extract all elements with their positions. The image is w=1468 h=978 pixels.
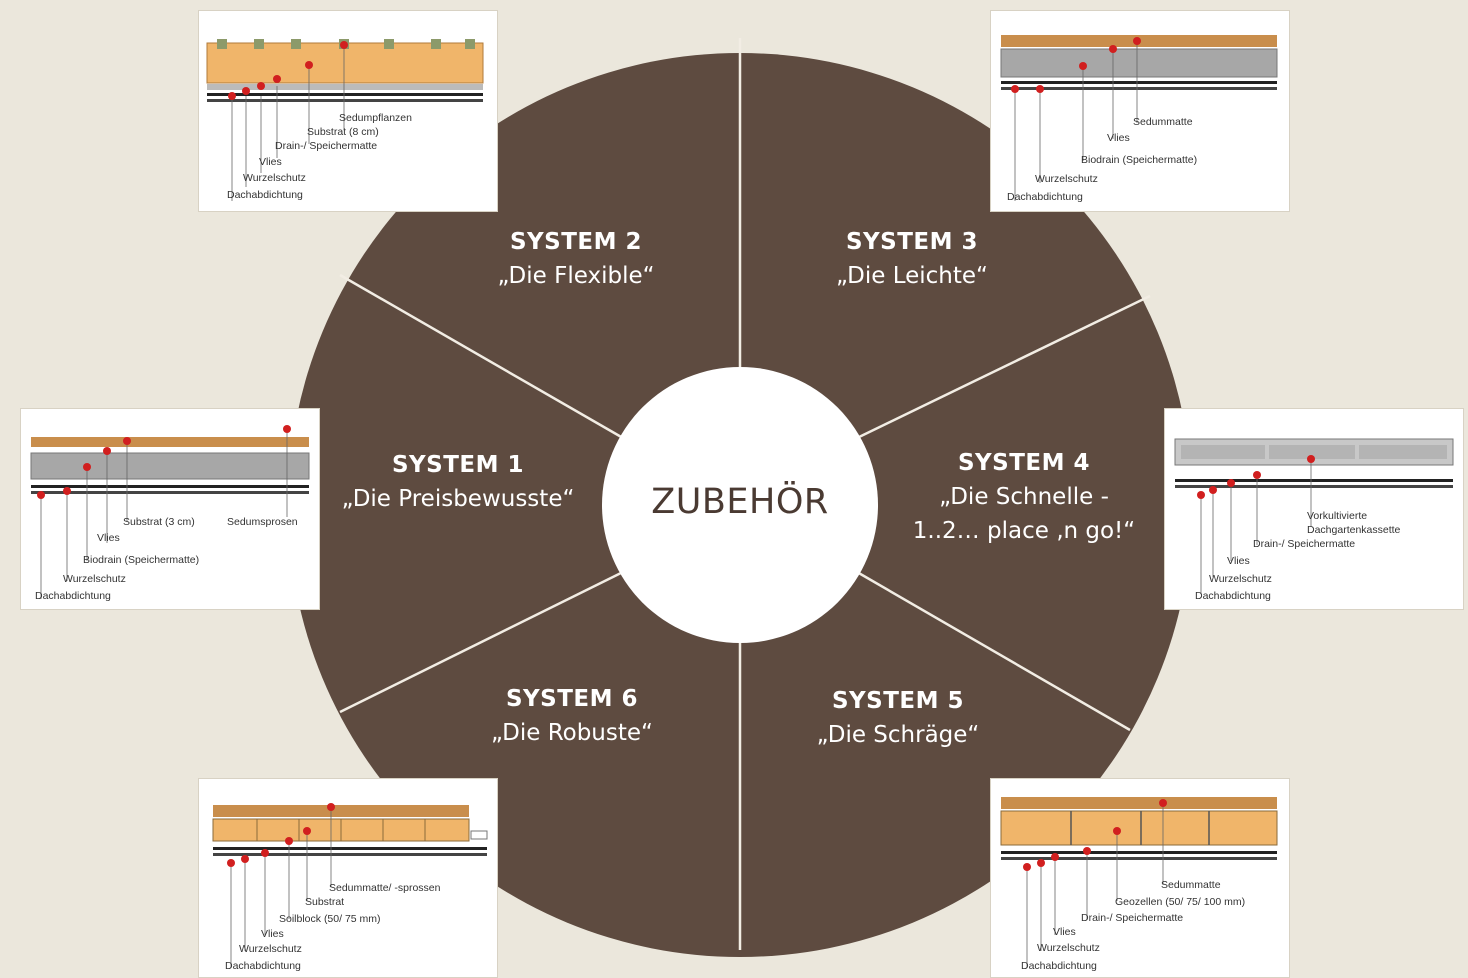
layer-label: Dachabdichtung <box>227 189 303 201</box>
layer-cross-section <box>30 425 310 599</box>
segment-system-name: „Die Preisbewusste“ <box>341 486 575 512</box>
layer-label: Substrat (3 cm) <box>123 516 195 528</box>
diagram-card-system-3[interactable]: Sedummatte Vlies Biodrain (Speichermatte… <box>990 10 1290 212</box>
segment-system-6[interactable]: SYSTEM 6 „Die Robuste“ <box>422 682 722 750</box>
layer-label: Dachabdichtung <box>1021 960 1097 972</box>
segment-system-title: SYSTEM 2 <box>509 229 643 255</box>
layer-label: Drain-/ Speichermatte <box>1253 538 1356 550</box>
layer-label: Geozellen (50/ 75/ 100 mm) <box>1115 896 1246 908</box>
segment-system-4[interactable]: SYSTEM 4 „Die Schnelle - 1..2… place ‚n … <box>874 446 1174 548</box>
segment-system-name: „Die Leichte“ <box>836 263 988 289</box>
divider-upper-right <box>856 294 1151 440</box>
layer-label: Wurzelschutz <box>1209 573 1272 585</box>
layer-label: Vlies <box>97 532 120 544</box>
layer-label: Vlies <box>1053 926 1076 938</box>
layer-label: Dachabdichtung <box>1007 191 1083 203</box>
layer-label: Drain-/ Speichermatte <box>275 140 378 152</box>
layer-cross-section <box>1000 35 1278 201</box>
segment-system-title: SYSTEM 3 <box>845 229 979 255</box>
layer-label: Vorkultivierte <box>1307 510 1368 522</box>
segment-system-title: SYSTEM 5 <box>831 688 965 714</box>
layer-cross-section <box>212 803 488 967</box>
layer-cross-section <box>1174 438 1454 594</box>
wheel-dividers <box>339 38 1151 950</box>
segment-system-name: „Die Schräge“ <box>816 722 980 748</box>
layer-label: Drain-/ Speichermatte <box>1081 912 1184 924</box>
divider-lower-left <box>339 570 624 714</box>
layer-label: Wurzelschutz <box>1037 942 1100 954</box>
layer-cross-section <box>1000 797 1278 967</box>
layer-label: Sedumsprosen <box>227 516 298 528</box>
layer-label: Dachgartenkassette <box>1307 524 1401 536</box>
layer-label: Wurzelschutz <box>239 943 302 955</box>
segment-system-1[interactable]: SYSTEM 1 „Die Preisbewusste“ <box>308 448 608 516</box>
segment-system-title: SYSTEM 1 <box>391 452 525 478</box>
divider-lower-right <box>856 570 1131 732</box>
segment-system-name: „Die Flexible“ <box>497 263 655 289</box>
layer-label: Sedumpflanzen <box>339 112 412 124</box>
layer-cross-section <box>206 39 484 201</box>
segment-system-5[interactable]: SYSTEM 5 „Die Schräge“ <box>748 684 1048 752</box>
layer-label: Sedummatte/ -sprossen <box>329 882 441 894</box>
layer-label: Sedummatte <box>1161 879 1221 891</box>
diagram-card-system-6[interactable]: Sedummatte/ -sprossen Substrat Soilblock… <box>198 778 498 978</box>
layer-label: Wurzelschutz <box>1035 173 1098 185</box>
segment-system-title: SYSTEM 6 <box>505 686 639 712</box>
segment-system-2[interactable]: SYSTEM 2 „Die Flexible“ <box>426 225 726 293</box>
layer-label: Vlies <box>1227 555 1250 567</box>
segment-system-3[interactable]: SYSTEM 3 „Die Leichte“ <box>762 225 1062 293</box>
diagram-card-system-4[interactable]: Vorkultivierte Dachgartenkassette Drain-… <box>1164 408 1464 610</box>
layer-label: Substrat (8 cm) <box>307 126 379 138</box>
layer-label: Wurzelschutz <box>243 172 306 184</box>
segment-system-name-line2: 1..2… place ‚n go!“ <box>912 518 1136 544</box>
segment-system-name: „Die Schnelle - <box>939 484 1109 510</box>
layer-label: Biodrain (Speichermatte) <box>1081 154 1198 166</box>
hub-circle <box>602 367 878 643</box>
layer-label: Vlies <box>259 156 282 168</box>
layer-label: Wurzelschutz <box>63 573 126 585</box>
segment-system-title: SYSTEM 4 <box>957 450 1091 476</box>
hub-label[interactable]: ZUBEHÖR <box>651 482 829 522</box>
segment-system-name: „Die Robuste“ <box>491 720 653 746</box>
diagram-card-system-5[interactable]: Sedummatte Geozellen (50/ 75/ 100 mm) Dr… <box>990 778 1290 978</box>
layer-label: Vlies <box>261 928 284 940</box>
layer-label: Soilblock (50/ 75 mm) <box>279 913 381 925</box>
layer-label: Vlies <box>1107 132 1130 144</box>
layer-label: Sedummatte <box>1133 116 1193 128</box>
layer-label: Biodrain (Speichermatte) <box>83 554 200 566</box>
layer-label: Dachabdichtung <box>225 960 301 972</box>
layer-label: Dachabdichtung <box>1195 590 1271 602</box>
diagram-card-system-2[interactable]: Sedumpflanzen Substrat (8 cm) Drain-/ Sp… <box>198 10 498 212</box>
divider-upper-left <box>339 273 624 440</box>
layer-label: Dachabdichtung <box>35 590 111 602</box>
diagram-card-system-1[interactable]: Substrat (3 cm) Sedumsprosen Vlies Biodr… <box>20 408 320 610</box>
layer-label: Substrat <box>305 896 345 908</box>
